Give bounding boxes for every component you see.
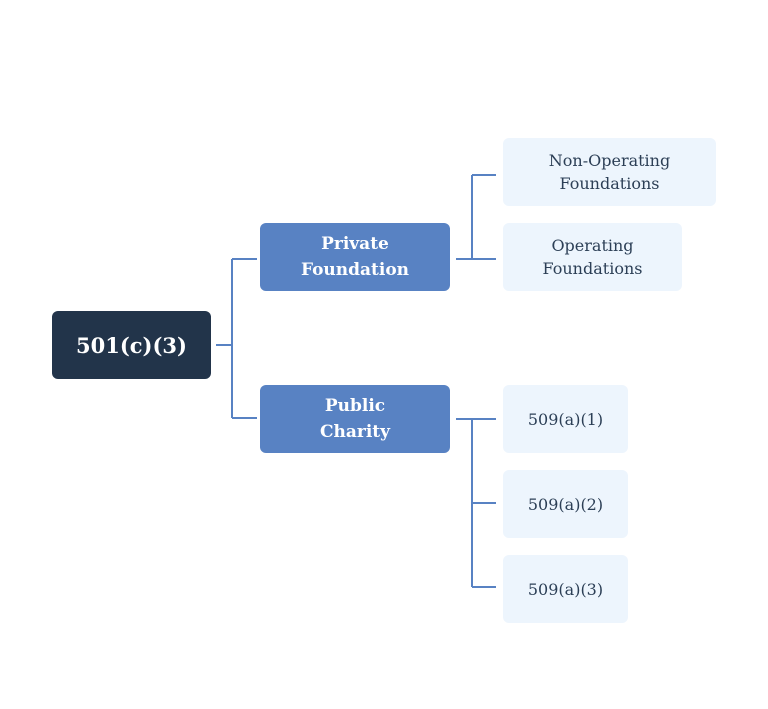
leaf-node-label: Operating Foundations — [542, 236, 643, 278]
leaf-node-label: 509(a)(1) — [527, 409, 604, 429]
branch-node-label: Public Charity — [319, 396, 391, 442]
leaf-node-non-operating-foundations: Non-Operating Foundations — [503, 138, 716, 206]
root-node-501c3: 501(c)(3) — [52, 311, 211, 379]
branch-node-label: Private Foundation — [300, 234, 410, 280]
connector-public-children — [456, 418, 496, 588]
connector-root-branches — [216, 258, 257, 419]
branch-node-private-foundation: Private Foundation — [260, 223, 450, 291]
leaf-node-label: 509(a)(2) — [527, 494, 604, 514]
leaf-node-509a3: 509(a)(3) — [503, 555, 628, 623]
leaf-node-509a1: 509(a)(1) — [503, 385, 628, 453]
leaf-node-509a2: 509(a)(2) — [503, 470, 628, 538]
leaf-node-label: 509(a)(3) — [527, 579, 604, 599]
connector-private-children — [456, 174, 496, 260]
branch-node-public-charity: Public Charity — [260, 385, 450, 453]
leaf-node-label: Non-Operating Foundations — [548, 151, 671, 193]
leaf-node-operating-foundations: Operating Foundations — [503, 223, 682, 291]
root-node-label: 501(c)(3) — [76, 332, 187, 358]
